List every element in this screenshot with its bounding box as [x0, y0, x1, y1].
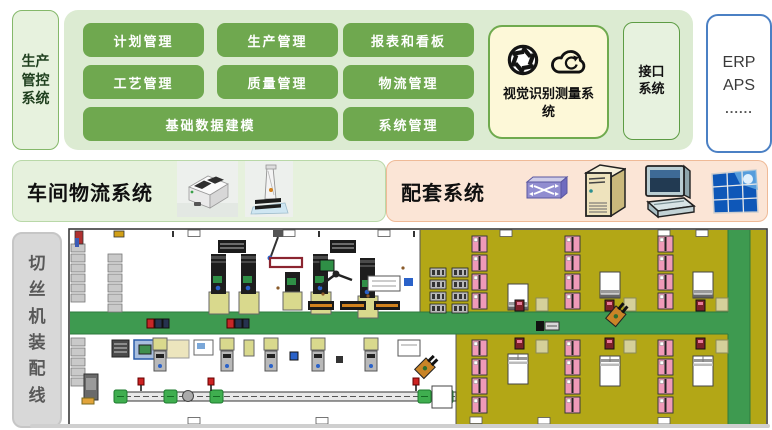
assembly-machines-lower	[81, 337, 421, 405]
conveyor-aisle	[70, 230, 751, 424]
forklift-agv-photo	[245, 161, 293, 217]
assembly-line-side-label: 切丝机装配线	[12, 232, 62, 428]
module-process-management: 工艺管理	[83, 65, 204, 99]
agv-robot-photo	[177, 161, 238, 217]
vision-measure-system-card: 视觉识别测量系统	[488, 25, 609, 139]
desktop-computer-icon	[645, 164, 696, 219]
agv-vehicles	[146, 300, 631, 380]
erp-label: ERP	[722, 53, 756, 71]
module-quality-management: 质量管理	[217, 65, 338, 99]
external-systems-card: ERP APS ......	[706, 14, 772, 153]
ellipsis-label: ......	[725, 101, 753, 117]
supporting-systems-band: 配套系统	[386, 160, 768, 222]
workshop-logistics-label: 车间物流系统	[27, 182, 153, 205]
video-wall-icon	[711, 169, 759, 214]
camera-aperture-icon	[507, 45, 538, 76]
module-basic-data-modeling: 基础数据建模	[83, 107, 338, 141]
module-plan-management: 计划管理	[83, 23, 204, 57]
supporting-systems-label: 配套系统	[401, 182, 485, 205]
module-logistics-management: 物流管理	[343, 65, 474, 99]
agv-robot-illustration	[177, 161, 238, 217]
factory-floor-map	[68, 228, 768, 426]
vision-icons	[507, 44, 591, 77]
vision-system-label: 视觉识别测量系统	[502, 85, 594, 119]
interface-system-card: 接口系统	[623, 22, 680, 140]
conveyor-line	[113, 377, 457, 409]
module-production-management: 生产管理	[217, 23, 338, 57]
aps-label: APS	[722, 77, 755, 94]
bottom-divider	[30, 424, 770, 428]
production-control-side-label-text: 生产管控系统	[21, 52, 50, 107]
assembly-line-side-label-text: 切丝机装配线	[28, 253, 46, 405]
module-report-kanban: 报表和看板	[343, 23, 474, 57]
wall-fixtures	[74, 229, 709, 425]
network-switch-icon	[525, 175, 569, 200]
module-system-management: 系统管理	[343, 107, 474, 141]
server-icon	[583, 164, 626, 218]
assembly-machines-upper	[208, 230, 413, 319]
interface-system-label: 接口系统	[638, 64, 665, 96]
cloud-sync-icon	[550, 50, 585, 74]
production-control-side-label: 生产管控系统	[12, 10, 59, 150]
forklift-agv-illustration	[245, 161, 293, 217]
